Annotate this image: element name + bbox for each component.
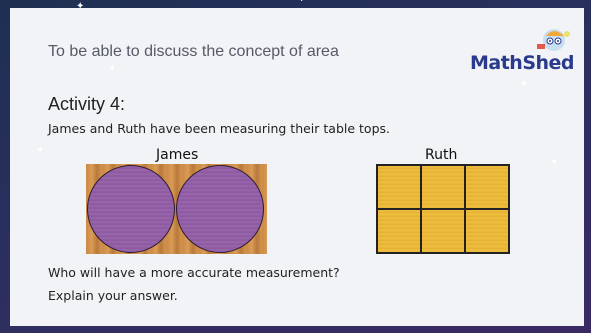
mathshed-mascot-icon — [537, 29, 570, 51]
star-icon: ✦ — [36, 145, 45, 156]
measurement-square — [421, 209, 465, 253]
star-icon: ✦ — [520, 79, 529, 90]
star-icon: · — [300, 0, 304, 7]
activity-description: James and Ruth have been measuring their… — [48, 121, 390, 136]
ruth-table-image — [376, 164, 510, 254]
star-icon: ✦ — [76, 1, 85, 12]
star-icon: ✦ — [550, 157, 559, 168]
activity-title: Activity 4: — [48, 94, 126, 114]
measurement-square — [377, 209, 421, 253]
mathshed-logo: MathShed — [470, 26, 580, 84]
measurement-circle — [87, 165, 175, 253]
logo-text: MathShed — [470, 52, 575, 74]
measurement-square — [377, 165, 421, 209]
question-text: Who will have a more accurate measuremen… — [48, 265, 340, 280]
measurement-square — [421, 165, 465, 209]
ruth-label: Ruth — [425, 147, 458, 163]
james-label: James — [156, 147, 199, 163]
learning-objective: To be able to discuss the concept of are… — [48, 43, 339, 60]
slide-card: ✦ ✦ ✦ ✦ To be able to discuss the concep… — [10, 8, 584, 326]
measurement-square — [465, 209, 509, 253]
measurement-square — [465, 165, 509, 209]
measurement-circle — [176, 165, 264, 253]
instruction-text: Explain your answer. — [48, 288, 178, 303]
star-icon: ✦ — [108, 63, 117, 74]
james-table-image — [86, 164, 267, 254]
